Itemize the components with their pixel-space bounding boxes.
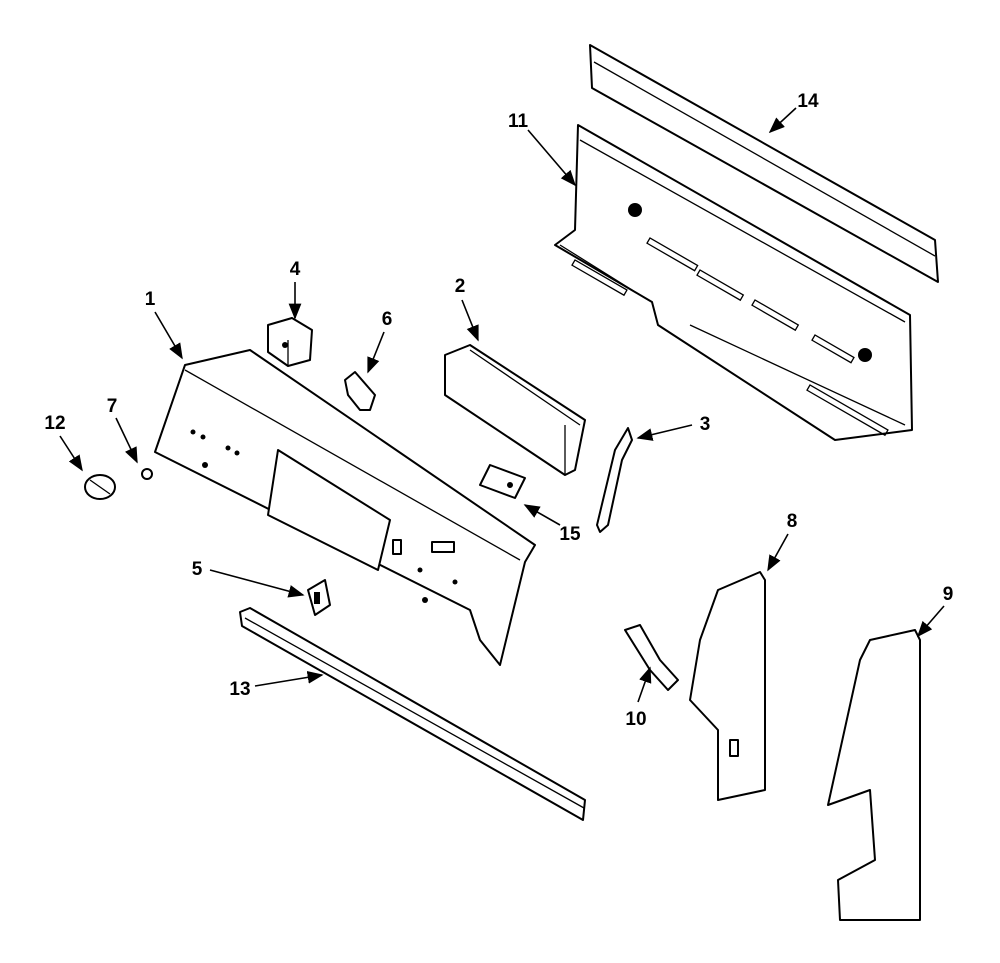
callout-9: 9 <box>943 584 954 605</box>
callout-6: 6 <box>382 309 393 330</box>
callout-3: 3 <box>700 414 711 435</box>
callout-15: 15 <box>559 524 581 545</box>
callout-10: 10 <box>625 709 646 730</box>
callout-13: 13 <box>229 679 250 700</box>
callout-14: 14 <box>797 91 819 112</box>
callout-4: 4 <box>290 259 301 280</box>
callout-2: 2 <box>455 276 466 297</box>
part-2-control-board <box>444 344 586 476</box>
part-9-end-cap <box>827 629 921 921</box>
part-5-rocker-switch <box>307 579 331 616</box>
callout-1: 1 <box>145 289 156 310</box>
part-6-clip <box>344 371 376 411</box>
callout-labels: 1 2 3 4 5 6 7 8 9 10 11 12 13 14 15 <box>44 91 953 730</box>
callout-12: 12 <box>44 413 65 434</box>
part-7-grommet <box>141 468 153 480</box>
part-15-label <box>479 464 526 499</box>
part-3-bracket <box>596 427 633 533</box>
callout-5: 5 <box>192 559 203 580</box>
callout-8: 8 <box>787 511 798 532</box>
callout-11: 11 <box>508 111 529 132</box>
part-14-rear-trim <box>589 44 939 283</box>
part-10-bracket <box>624 624 679 691</box>
part-12-knob <box>84 474 116 500</box>
leader-lines <box>59 107 945 703</box>
part-8-side-panel <box>689 571 766 801</box>
part-11-backguard <box>554 124 913 441</box>
part-13-trim <box>239 607 586 821</box>
part-1-control-panel <box>154 349 536 666</box>
callout-7: 7 <box>107 396 118 417</box>
part-4-switch <box>267 317 313 367</box>
